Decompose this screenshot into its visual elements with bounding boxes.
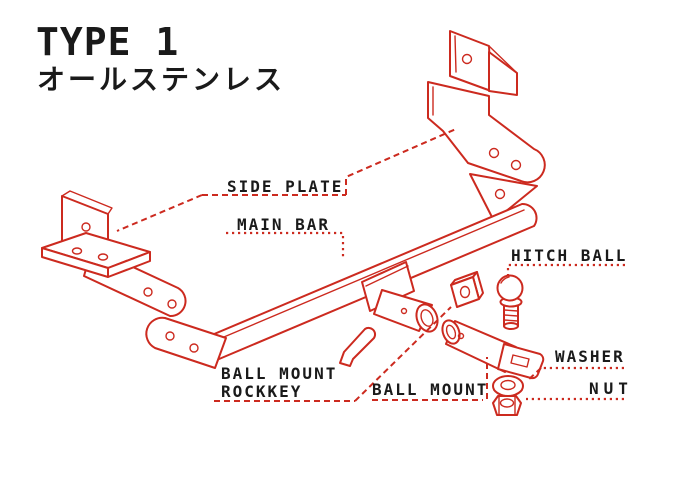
label-ball-mount: BALL MOUNT bbox=[372, 380, 489, 399]
label-ball-mount-rockkey-line1: BALL MOUNT bbox=[221, 364, 338, 383]
label-nut: NUT bbox=[589, 379, 633, 398]
side-plate-left-drawing bbox=[41, 190, 187, 318]
label-main-bar: MAIN BAR bbox=[237, 215, 331, 234]
rockkey-pin-drawing bbox=[339, 326, 377, 367]
leader-lines bbox=[116, 128, 625, 402]
receiver-tube-drawing bbox=[361, 261, 439, 333]
label-hitch-ball: HITCH BALL bbox=[511, 246, 628, 265]
label-washer: WASHER bbox=[555, 347, 625, 366]
label-ball-mount-rockkey-line2: ROCKKEY bbox=[221, 382, 303, 401]
washer-drawing bbox=[492, 375, 524, 397]
hitch-ball-drawing bbox=[496, 274, 524, 330]
ball-mount-drawing bbox=[441, 319, 545, 380]
page-title: TYPE 1 bbox=[36, 20, 180, 64]
rockkey-block-drawing bbox=[450, 271, 484, 308]
label-side-plate: SIDE PLATE bbox=[227, 177, 344, 196]
page-subtitle: オールステンレス bbox=[37, 64, 286, 95]
nut-drawing bbox=[492, 395, 522, 416]
side-plate-right-drawing bbox=[427, 30, 546, 222]
